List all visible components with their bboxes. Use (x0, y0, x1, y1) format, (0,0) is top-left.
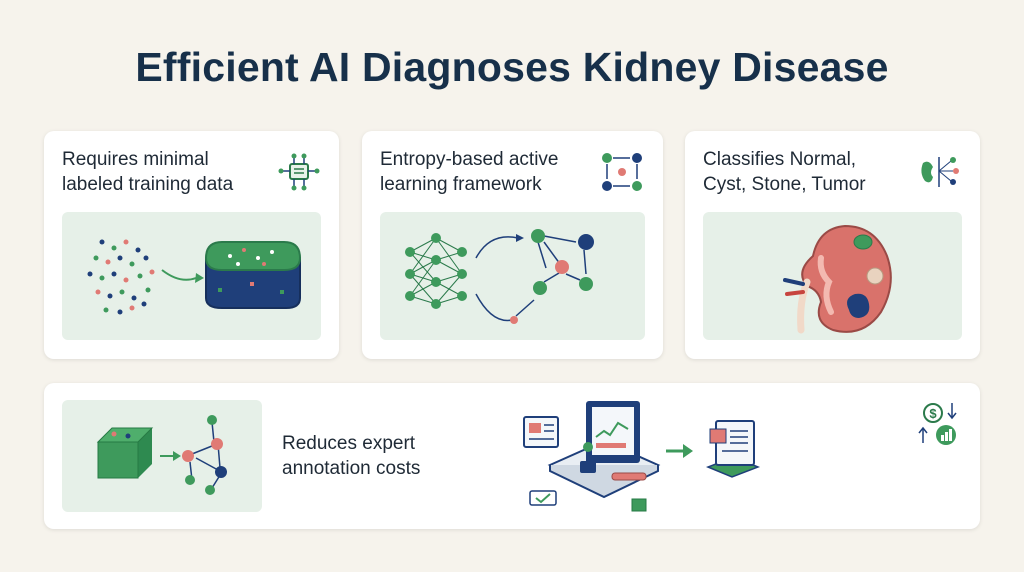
kidney-panel (703, 212, 962, 340)
card-active-learning-line1: Entropy-based active (380, 149, 559, 170)
card-minimal-data-text: Requires minimal labeled training data (62, 147, 233, 197)
card-classification-line2: Cyst, Stone, Tumor (703, 174, 866, 195)
page-title: Efficient AI Diagnoses Kidney Disease (135, 44, 889, 90)
graph-nodes-icon (510, 229, 594, 324)
card-minimal-data: Requires minimal labeled training data (44, 131, 339, 359)
card-classification-text: Classifies Normal, Cyst, Stone, Tumor (703, 147, 866, 197)
data-points-scatter (87, 239, 155, 315)
card-annotation-costs-text: Reduces expert annotation costs (282, 431, 420, 481)
kidney-illustration (783, 224, 892, 334)
card-minimal-data-line1: Requires minimal (62, 149, 209, 170)
svg-text:$: $ (929, 406, 937, 421)
active-learning-panel (380, 212, 645, 340)
card-annotation-costs-line1: Reduces expert (282, 433, 416, 454)
document-screen-icon (702, 417, 762, 485)
card-annotation-costs-line2: annotation costs (282, 458, 421, 479)
card-active-learning-line2: learning framework (380, 174, 542, 195)
card-minimal-data-line2: labeled training data (62, 174, 234, 195)
dataset-box-icon (204, 241, 302, 309)
graph-nodes-icon (182, 415, 227, 495)
kidney-classify-icon (917, 151, 961, 193)
arrow-icon (664, 441, 696, 461)
neural-network-icon (409, 237, 463, 305)
labeling-panel (62, 400, 262, 512)
card-active-learning-text: Entropy-based active learning framework (380, 147, 559, 197)
arrow-icon (161, 269, 197, 281)
computer-workstation-icon (522, 395, 672, 517)
chip-icon (278, 151, 320, 193)
card-active-learning: Entropy-based active learning framework (362, 131, 663, 359)
cost-reduction-icon: $ (916, 401, 962, 447)
green-cube-icon (96, 427, 154, 479)
network-flow-icon (600, 151, 644, 193)
scatter-to-dataset-panel (62, 212, 321, 340)
card-classification-line1: Classifies Normal, (703, 149, 857, 170)
card-annotation-costs: Reduces expert annotation costs (44, 383, 980, 529)
card-classification: Classifies Normal, Cyst, Stone, Tumor (685, 131, 980, 359)
loop-arrow-icon (475, 236, 519, 259)
